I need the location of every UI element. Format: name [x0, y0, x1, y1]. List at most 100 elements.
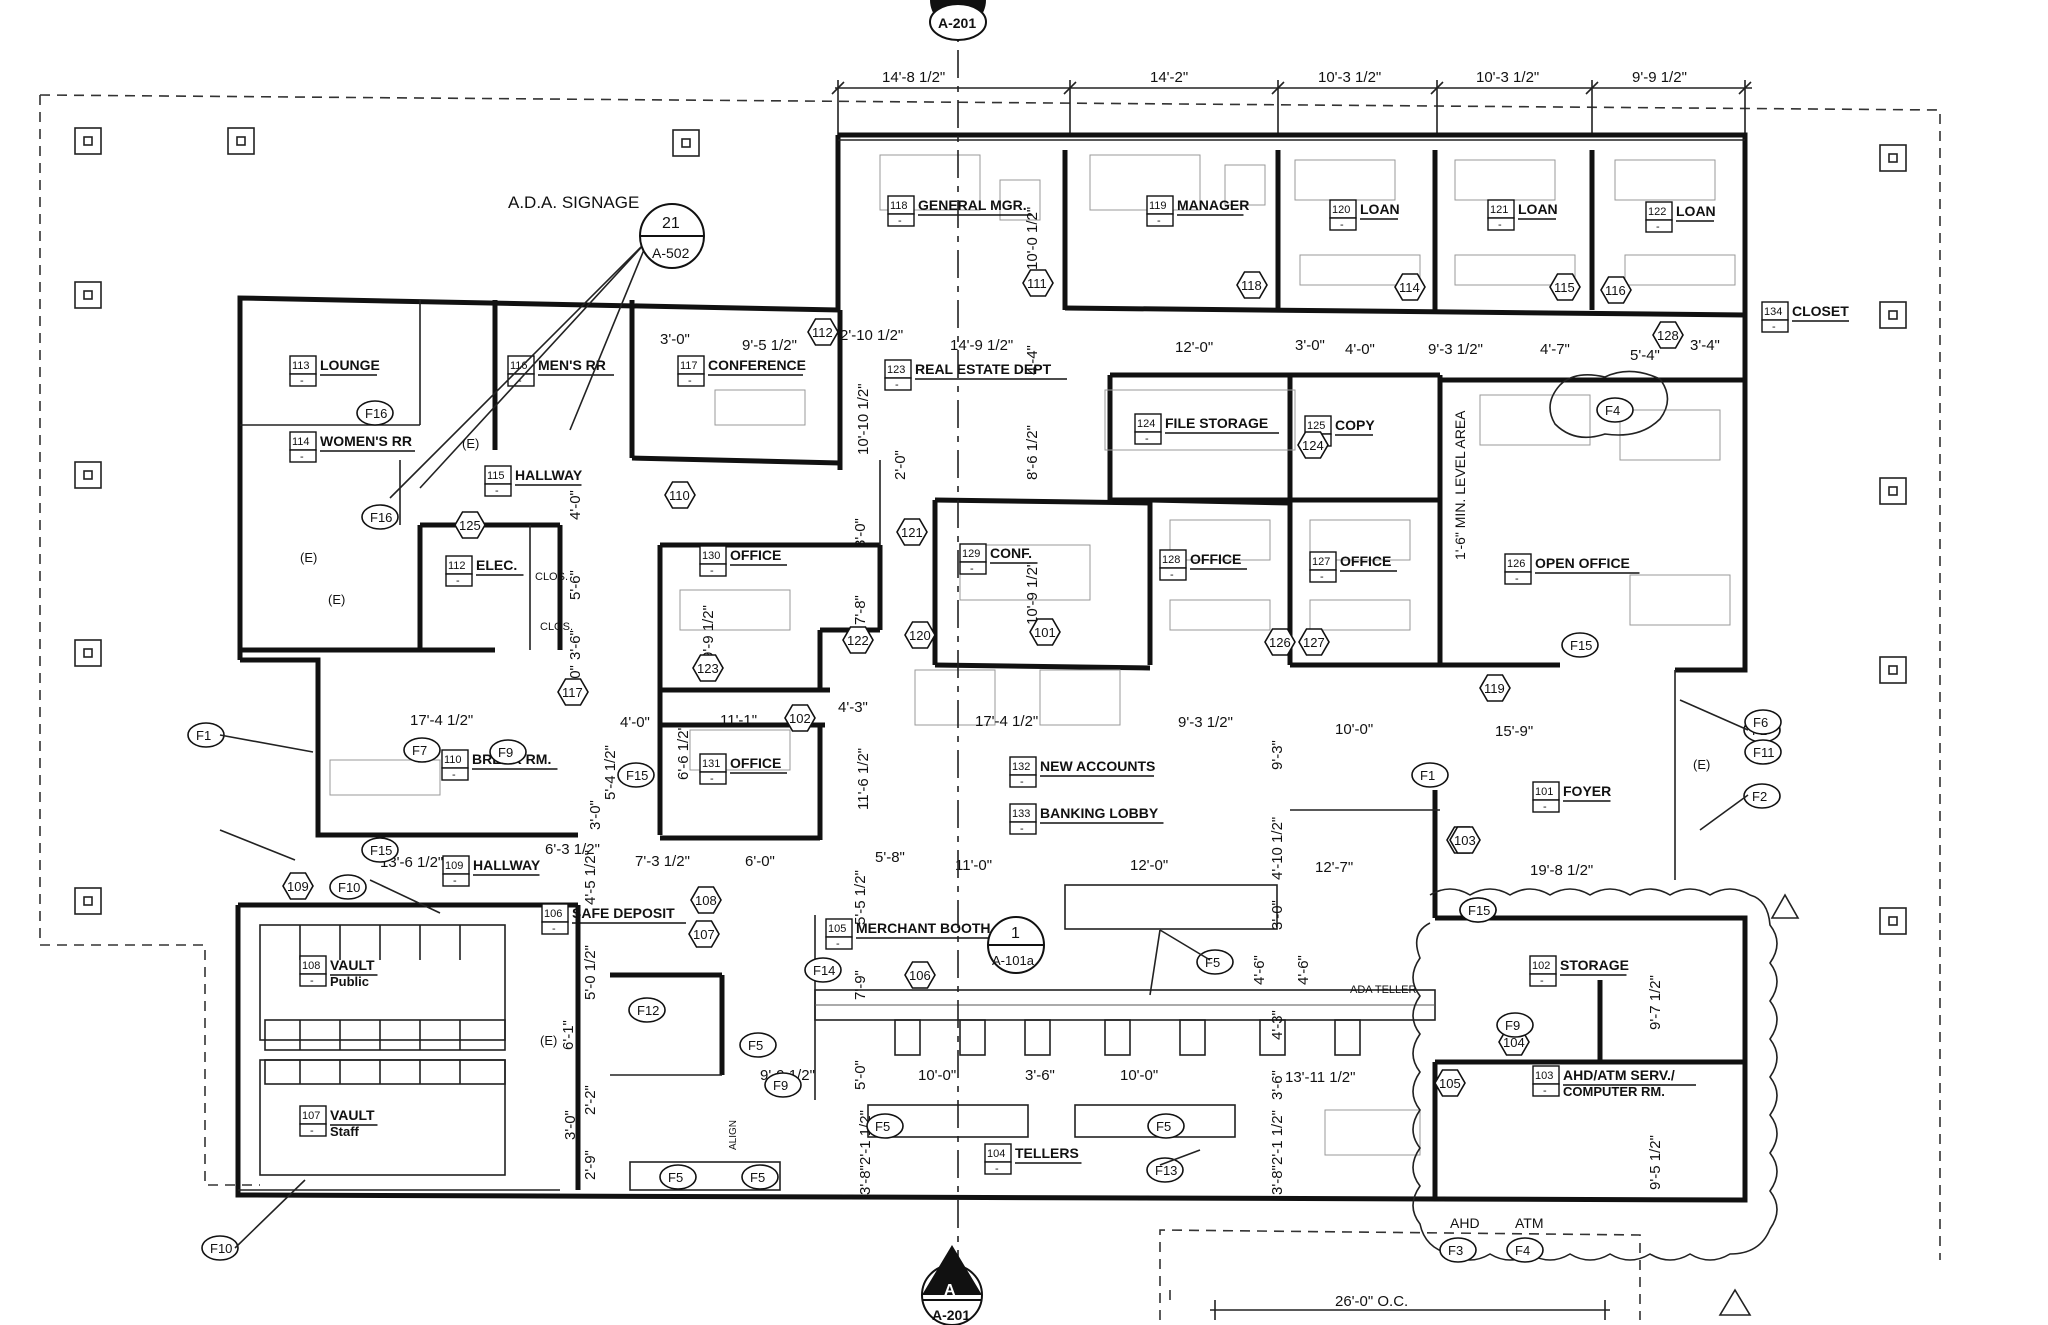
door-number: 128 — [1657, 328, 1679, 343]
room-dash: - — [300, 451, 304, 463]
teller-counter — [629, 884, 1436, 1191]
top-dimension-string: 14'-8 1/2" 14'-2" 10'-3 1/2" 10'-3 1/2" … — [831, 69, 1752, 135]
room-number: 113 — [292, 360, 310, 372]
dim-v21: 6'-1" — [560, 1020, 577, 1050]
finish-code: F14 — [813, 963, 835, 978]
door-number: 115 — [1554, 280, 1575, 295]
room-number: 120 — [1332, 204, 1350, 216]
finish-tag: F15 — [617, 762, 655, 788]
room-number: 108 — [302, 960, 320, 972]
room-tag-119: 119-MANAGER — [1146, 195, 1249, 227]
dim-v26: 4'-6" — [1251, 955, 1268, 985]
dim-d24: 5'-8" — [875, 849, 905, 866]
plan-notes: A.D.A. SIGNAGE ADA TELLER 1'-6" MIN. LEV… — [300, 193, 1710, 1231]
room-dash: - — [1157, 215, 1161, 227]
room-tag-129: 129-CONF. — [959, 543, 1038, 575]
room-subname: Staff — [330, 1124, 360, 1139]
dim-d13: 4'-0" — [620, 714, 650, 731]
room-dash: - — [1020, 776, 1024, 788]
dim-d12: 17'-4 1/2" — [410, 712, 473, 729]
finish-tag: F1 — [1411, 762, 1449, 788]
dim-v28: 4'-3" — [1269, 1010, 1286, 1040]
finish-tag: F1 — [187, 722, 225, 748]
room-tag-117: 117-CONFERENCE — [677, 355, 806, 387]
room-number: 124 — [1137, 418, 1155, 430]
room-name: CONF. — [990, 545, 1032, 561]
door-number: 107 — [693, 927, 715, 942]
room-dash: - — [895, 379, 899, 391]
door-tag: 102 — [784, 704, 816, 732]
dim-v31: 3'-8" — [857, 1165, 874, 1195]
dim-v23: 7'-9" — [852, 970, 869, 1000]
dim-v9: 3'-6" — [567, 630, 584, 660]
dim-d34: 26'-0" O.C. — [1335, 1293, 1408, 1310]
room-dash: - — [995, 1163, 999, 1175]
room-name: ELEC. — [476, 557, 517, 573]
finish-tag: F4 — [1596, 397, 1634, 423]
dim-v18: 3'-0" — [587, 800, 604, 830]
finish-tag: F16 — [356, 400, 394, 426]
landscape-shrubs — [1412, 370, 1778, 1261]
room-dash: - — [1320, 571, 1324, 583]
door-number: 102 — [789, 711, 811, 726]
room-dash: - — [836, 938, 840, 950]
room-dash: - — [453, 875, 457, 887]
door-number: 112 — [812, 325, 833, 340]
room-tag-128: 128-OFFICE — [1159, 549, 1247, 581]
dim-v38: 9'-7 1/2" — [1647, 975, 1664, 1030]
finish-tag: F5 — [1196, 949, 1234, 975]
align-note: ALIGN — [728, 1120, 739, 1150]
door-number: 106 — [909, 968, 931, 983]
door-tag: 112 — [807, 318, 839, 346]
dim-d32: 10'-0" — [1120, 1067, 1158, 1084]
atm-label: ATM — [1515, 1215, 1544, 1231]
room-tag-112: 112-ELEC. — [445, 555, 524, 587]
dim-v34: 3'-8" — [1269, 1165, 1286, 1195]
room-name: WOMEN'S RR — [320, 433, 412, 449]
dim-v6: 10'-9 1/2" — [1024, 562, 1041, 625]
door-tag: 101 — [1029, 618, 1061, 646]
room-name: LOAN — [1518, 201, 1558, 217]
room-name: HALLWAY — [515, 467, 583, 483]
room-tag-125: 125-COPY — [1304, 415, 1375, 447]
door-tag: 114 — [1394, 273, 1426, 301]
canopy-outline — [39, 94, 1941, 1320]
finish-code: F10 — [210, 1241, 232, 1256]
room-subname: COMPUTER RM. — [1563, 1084, 1665, 1099]
vault-shelving — [259, 924, 506, 1176]
room-tag-113: 113-LOUNGE — [289, 355, 380, 387]
dim-v16: 9'-3" — [1269, 740, 1286, 770]
dim-d7: 4'-0" — [1345, 341, 1375, 358]
finish-code: F4 — [1605, 403, 1620, 418]
finish-code: F11 — [1753, 745, 1774, 760]
column-grid — [74, 127, 1907, 935]
finish-code: F5 — [748, 1038, 763, 1053]
dim-v32: 3'-6" — [1269, 1070, 1286, 1100]
room-tag-124: 124-FILE STORAGE — [1134, 413, 1279, 445]
room-number: 106 — [544, 908, 562, 920]
dim-d16: 17'-4 1/2" — [975, 713, 1038, 730]
ahd-label: AHD — [1450, 1215, 1480, 1231]
room-number: 121 — [1490, 204, 1508, 216]
room-number: 103 — [1535, 1070, 1553, 1082]
finish-tag: F15 — [361, 837, 399, 863]
room-dash: - — [518, 375, 522, 387]
finish-code: F15 — [370, 843, 392, 858]
room-number: 102 — [1532, 960, 1550, 972]
dim-d14: 11'-1" — [720, 712, 757, 729]
dim-d31: 3'-6" — [1025, 1067, 1055, 1084]
dim-v20: 5'-0 1/2" — [582, 945, 599, 1000]
room-tag-114: 114-WOMEN'S RR — [289, 431, 415, 463]
finish-code: F15 — [1468, 903, 1490, 918]
door-tag: 117 — [557, 678, 589, 706]
dim-d3: 2'-10 1/2" — [840, 327, 903, 344]
dim-v14: 6'-6 1/2" — [675, 725, 692, 780]
finish-tag: F9 — [764, 1072, 802, 1098]
room-tag-126: 126-OPEN OFFICE — [1504, 553, 1640, 585]
room-name: LOAN — [1360, 201, 1400, 217]
room-name: MANAGER — [1177, 197, 1249, 213]
